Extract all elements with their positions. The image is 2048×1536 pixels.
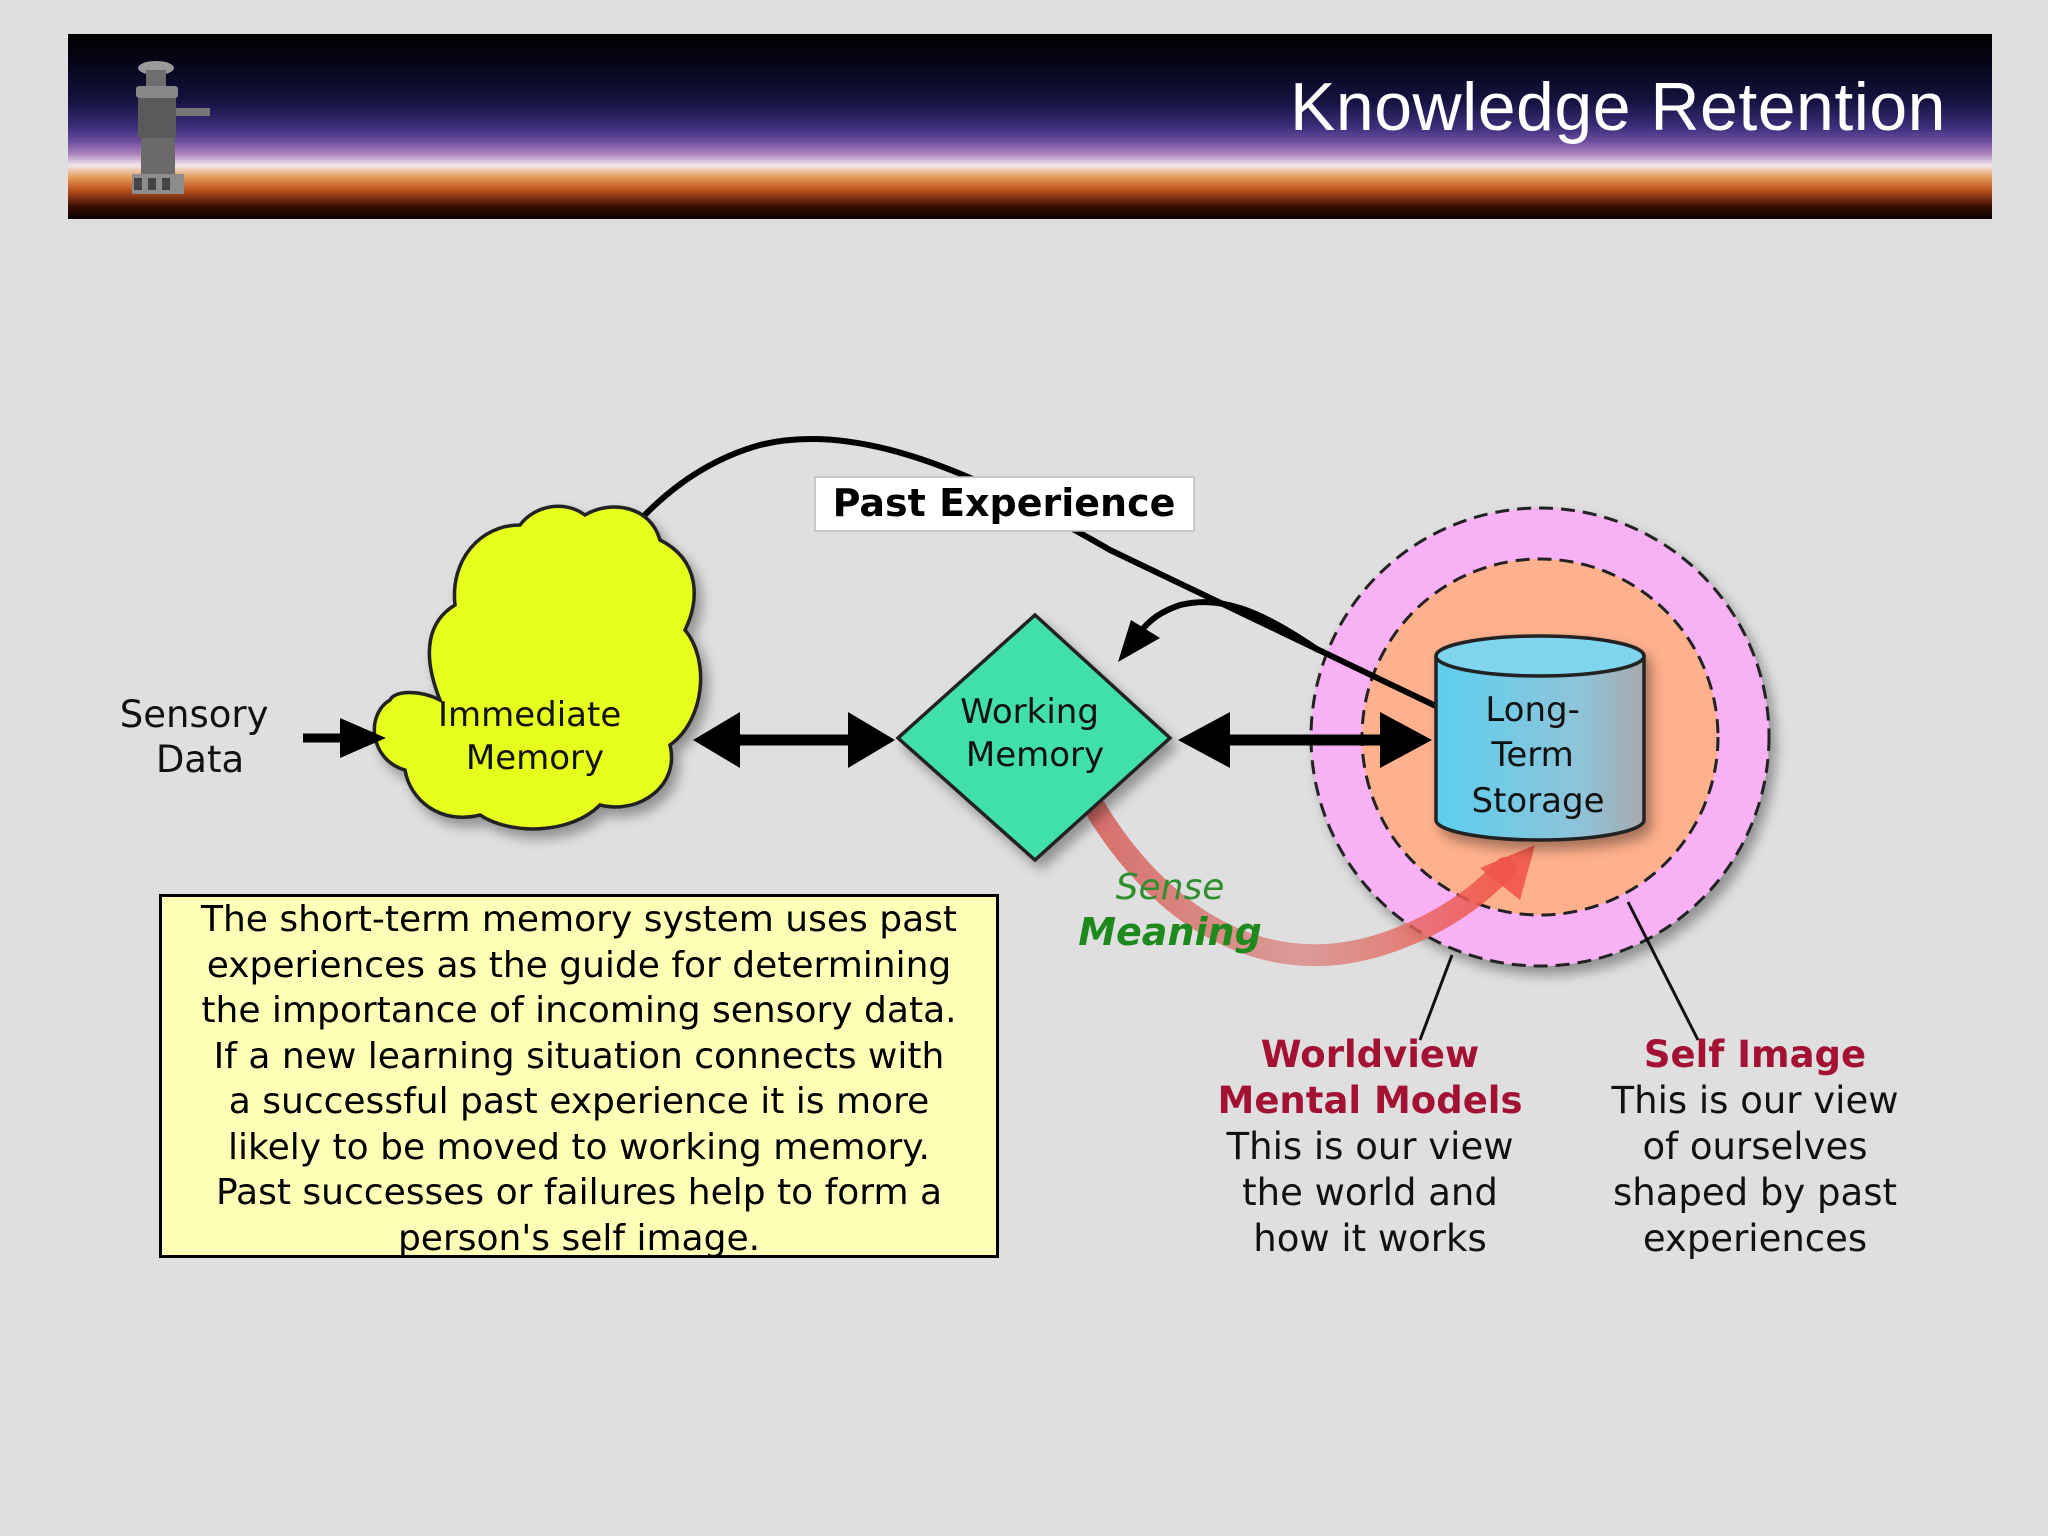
sensory-input-arrowhead	[340, 718, 386, 758]
self-image-body: of ourselves	[1642, 1125, 1868, 1168]
immediate-memory-cloud	[372, 504, 703, 831]
worldview-body: how it works	[1253, 1217, 1487, 1260]
worldview-body: This is our view	[1226, 1125, 1514, 1168]
immediate-working-arrow-left	[693, 712, 740, 768]
worldview-caption: Worldview Mental Models This is our view…	[1190, 1032, 1550, 1262]
worldview-pointer	[1418, 954, 1454, 1041]
robot-icon	[132, 61, 210, 194]
worldview-title: Worldview	[1260, 1033, 1480, 1076]
self-image-body: shaped by past	[1613, 1171, 1897, 1214]
worldview-title: Mental Models	[1217, 1079, 1523, 1122]
explanation-line: If a new learning situation connects wit…	[213, 1035, 945, 1077]
past-experience-label: Past Experience	[833, 481, 1176, 525]
explanation-line: likely to be moved to working memory.	[228, 1126, 930, 1168]
feedback-curve	[1139, 599, 1320, 653]
explanation-line: Past successes or failures help to form …	[215, 1172, 943, 1213]
page-title: Knowledge Retention	[1290, 69, 1946, 145]
sense-meaning-arrowhead	[1480, 845, 1535, 900]
working-storage-arrow-left	[1178, 712, 1230, 768]
long-term-storage-cylinder	[1434, 634, 1646, 842]
sense-label: Sense	[1116, 867, 1225, 908]
self-image-body: This is our view	[1611, 1079, 1899, 1122]
feedback-arrowhead	[1118, 620, 1160, 662]
working-memory-diamond	[895, 612, 1173, 863]
sensory-data-label: Sensory Data	[120, 693, 281, 781]
long-term-storage-label: Long- Term Storage	[1471, 690, 1604, 821]
working-memory-label: Working Memory	[960, 692, 1110, 775]
self-image-caption: Self Image This is our view of ourselves…	[1580, 1032, 1930, 1262]
self-image-title: Self Image	[1643, 1033, 1867, 1076]
meaning-label: Meaning	[1078, 910, 1262, 954]
self-image-pointer	[1626, 901, 1700, 1041]
explanation-line: the importance of incoming sensory data.	[201, 990, 957, 1031]
working-storage-arrow-right	[1380, 712, 1432, 768]
immediate-memory-label: Immediate Memory	[438, 695, 632, 778]
explanation-line: person's self image.	[397, 1217, 761, 1259]
sense-meaning-arrow	[1084, 797, 1516, 966]
worldview-body: the world and	[1242, 1171, 1498, 1214]
explanation-line: The short-term memory system uses past	[201, 899, 957, 940]
explanation-line: a successful past experience it is more	[228, 1081, 930, 1122]
explanation-line: experiences as the guide for determining	[206, 944, 952, 986]
header-banner: Knowledge Retention	[68, 34, 1992, 219]
explanation-box: The short-term memory system uses past e…	[159, 894, 999, 1259]
self-image-body: experiences	[1642, 1217, 1868, 1260]
immediate-working-arrow-right	[848, 712, 895, 768]
past-experience-box	[814, 476, 1195, 532]
